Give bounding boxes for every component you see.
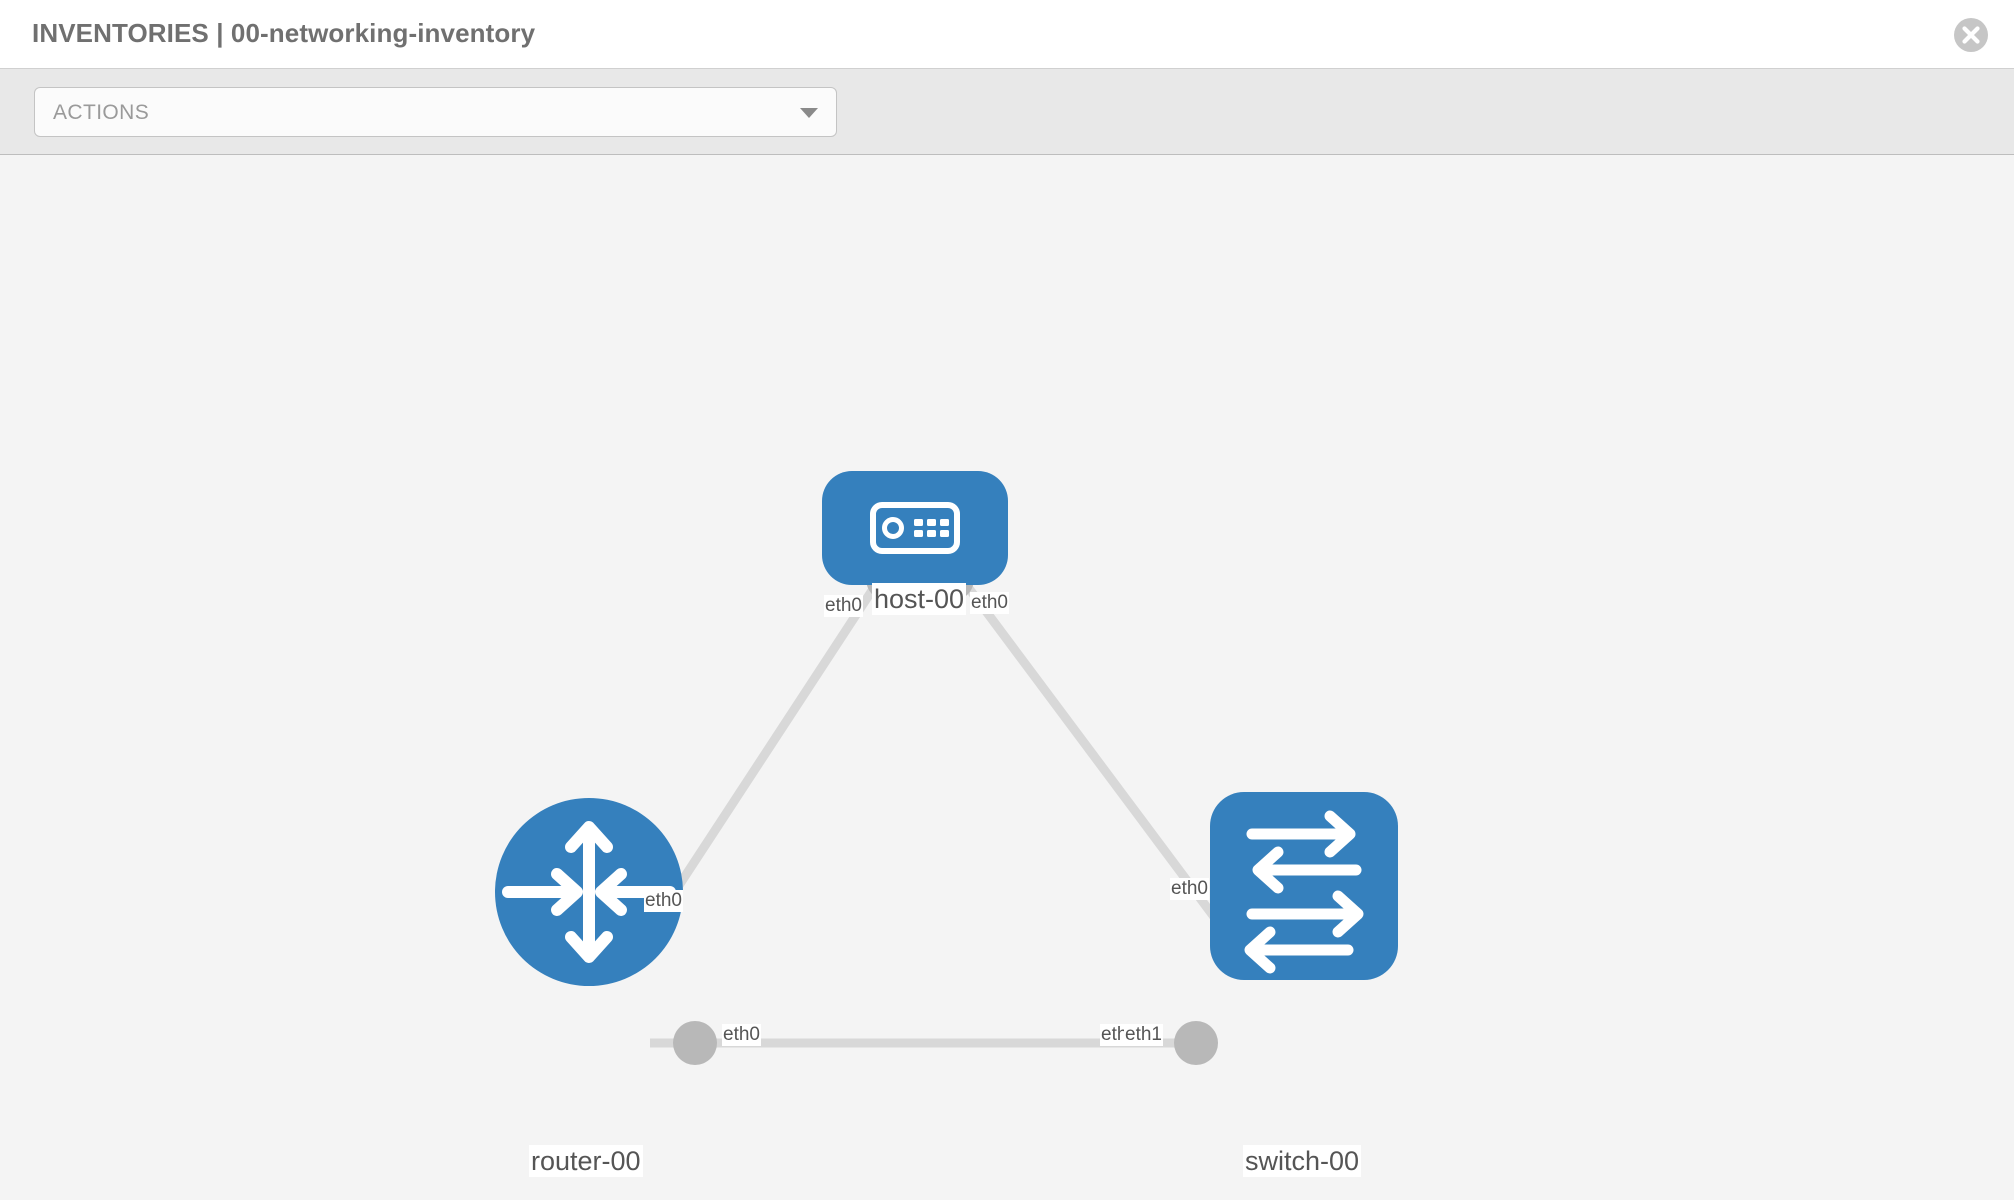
node-switch-00	[1210, 792, 1398, 980]
edge-label-switch00-eth1: eth1	[1124, 1024, 1163, 1046]
node-router-00	[495, 798, 683, 986]
page-header: INVENTORIES | 00-networking-inventory	[0, 0, 2014, 69]
router-four-arrows-icon	[502, 821, 676, 963]
edge-label-switch00-eth-partial: eth	[1100, 1024, 1129, 1046]
chevron-down-icon	[800, 108, 818, 118]
toolbar: ACTIONS SEARCH	[0, 69, 2014, 206]
actions-dropdown[interactable]: ACTIONS	[34, 87, 837, 137]
page-title: INVENTORIES | 00-networking-inventory	[32, 18, 536, 48]
node-host-00	[822, 471, 1008, 585]
edge-label-router00-eth0: eth0	[722, 1024, 761, 1046]
topology-connectors	[673, 557, 1254, 1065]
topology-canvas[interactable]: eth0 eth0 eth0 eth0 eth0 eth eth1 host-0…	[0, 155, 2014, 1200]
switch-arrows-icon	[1244, 810, 1364, 974]
actions-dropdown-label: ACTIONS	[53, 101, 150, 124]
close-icon[interactable]	[1952, 16, 1990, 54]
server-appliance-icon	[870, 502, 960, 554]
edge-label-host00-eth0-left: eth0	[824, 595, 863, 617]
node-label-router-00: router-00	[529, 1145, 643, 1177]
edge-label-host00-eth0-right: eth0	[970, 592, 1009, 614]
connector-router00-right	[673, 1021, 717, 1065]
node-label-host-00: host-00	[872, 583, 967, 615]
edge-label-router00-uplink-eth0: eth0	[644, 890, 683, 912]
connector-switch00-left	[1174, 1021, 1218, 1065]
node-label-switch-00: switch-00	[1243, 1145, 1362, 1177]
topology-links	[636, 560, 1239, 1048]
edge-label-switch00-uplink-eth0: eth0	[1170, 878, 1209, 900]
topology-graph	[495, 471, 1398, 1065]
